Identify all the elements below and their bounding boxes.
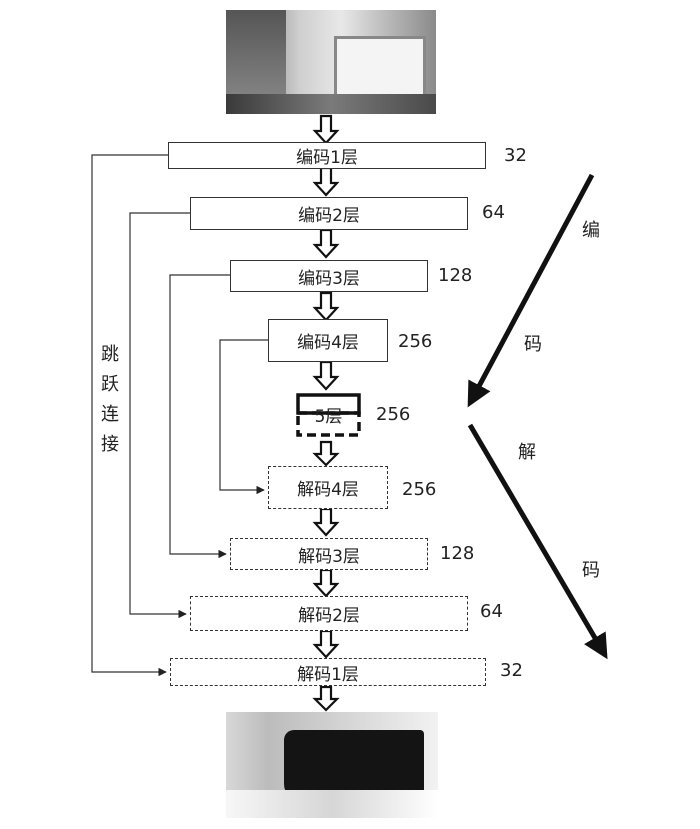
channels-encoder-3: 128: [438, 265, 473, 286]
flow-arrow: [312, 114, 340, 145]
channels-encoder-2: 64: [482, 202, 505, 223]
skip-connections: [91, 154, 268, 677]
decoder-layer-1: 解码1层: [170, 658, 486, 686]
decode-label-char-1: 解: [518, 442, 536, 463]
flow-arrows: [312, 114, 340, 712]
bottleneck-block: [296, 393, 361, 437]
input-image-window: [334, 36, 426, 98]
skip-line-4: [219, 339, 268, 495]
encode-label-char-2: 码: [524, 334, 542, 355]
decoder-layer-2: 解码2层: [190, 596, 468, 631]
skip-line-1: [91, 154, 168, 677]
skip-line-3: [169, 274, 230, 559]
encode-label-char-1: 编: [582, 220, 600, 241]
flow-arrow: [312, 507, 340, 537]
flow-arrow: [312, 291, 340, 322]
encoder-layer-3: 编码3层: [230, 260, 428, 292]
output-depth-image: [226, 712, 438, 818]
decoder-layer-3: 解码3层: [230, 538, 428, 570]
flow-arrow: [312, 440, 340, 467]
flow-arrow: [312, 568, 340, 598]
input-image-floor: [226, 94, 436, 114]
skip-label-char: 接: [101, 434, 119, 455]
channels-decoder-3: 128: [440, 543, 475, 564]
channels-decoder-1: 32: [500, 660, 523, 681]
encoder-layer-1: 编码1层: [168, 142, 486, 169]
skip-label-char: 跳: [101, 344, 119, 365]
flow-arrow: [312, 166, 340, 197]
encode-arrow: [467, 173, 595, 408]
output-light-region: [226, 790, 438, 818]
bottleneck-label: 5层: [314, 407, 343, 427]
decoder-layer-4: 解码4层: [268, 466, 388, 509]
skip-connection-label: 跳 跃 连 接: [98, 340, 122, 460]
skip-label-char: 连: [101, 404, 119, 425]
input-image: [226, 10, 436, 114]
skip-label-char: 跃: [101, 374, 119, 395]
flow-arrow: [312, 228, 340, 259]
flow-arrow: [312, 685, 340, 712]
skip-line-2: [129, 212, 190, 619]
flow-arrow: [312, 629, 340, 659]
channels-bottleneck: 256: [376, 404, 411, 425]
decode-arrow: [467, 423, 608, 660]
channels-encoder-4: 256: [398, 331, 433, 352]
decode-label-char-2: 码: [582, 560, 600, 581]
channels-encoder-1: 32: [504, 145, 527, 166]
encoder-layer-2: 编码2层: [190, 197, 468, 230]
flow-arrow: [312, 360, 340, 391]
encoder-layer-4: 编码4层: [268, 319, 388, 362]
channels-decoder-4: 256: [402, 479, 437, 500]
channels-decoder-2: 64: [480, 601, 503, 622]
